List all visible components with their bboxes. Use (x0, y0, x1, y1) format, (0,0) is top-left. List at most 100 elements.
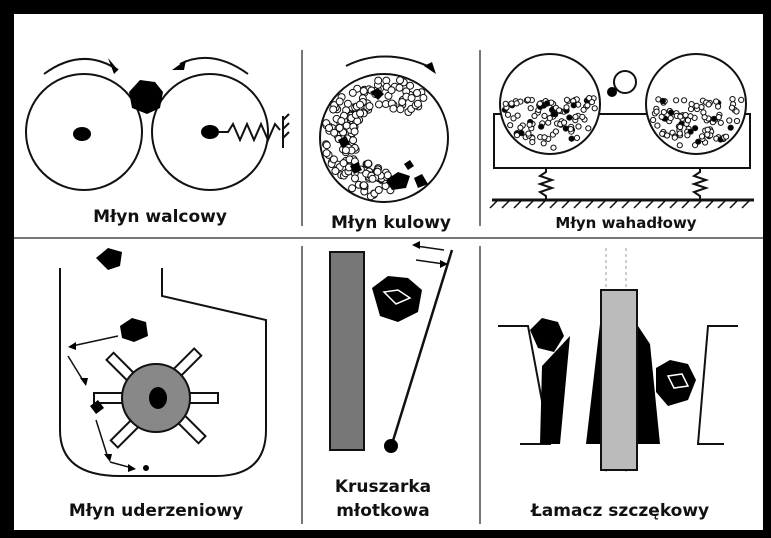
grinding-medium (726, 117, 733, 124)
hatch-line (729, 199, 739, 209)
grinding-ball (374, 186, 383, 194)
grinding-ball (322, 141, 331, 150)
hatch-line (573, 199, 583, 209)
grinding-medium (573, 134, 581, 141)
right-spring (690, 168, 710, 200)
hatch-line (621, 199, 631, 209)
grinding-ball (374, 76, 383, 85)
grinding-medium (667, 115, 674, 122)
grinding-medium (688, 101, 695, 108)
grinding-medium (682, 112, 689, 119)
grinding-balls (322, 76, 428, 201)
grinding-medium (510, 115, 517, 122)
grinding-medium (650, 116, 657, 124)
label-hammer-crusher-line2: młotkowa (336, 501, 430, 521)
grinding-medium (580, 106, 587, 113)
grinding-ball (335, 97, 344, 106)
hammer-crusher-illustration (329, 241, 454, 453)
grinding-medium (698, 133, 706, 140)
swing-direction-arrows (412, 241, 448, 268)
grinding-medium (684, 117, 692, 124)
label-vibratory-mill: Młyn wahadłowy (555, 214, 697, 232)
hatch-line (633, 199, 643, 209)
grinding-medium (541, 134, 548, 141)
grinding-medium (588, 99, 596, 106)
grinding-medium (567, 126, 574, 133)
grinding-ball (368, 174, 377, 183)
grinding-medium (546, 115, 553, 122)
feed-lump (129, 80, 163, 114)
grinding-medium (676, 130, 683, 137)
grinding-medium (570, 102, 577, 109)
grinding-ball (359, 87, 368, 95)
grinding-medium (563, 104, 570, 111)
label-impact-mill: Młyn uderzeniowy (68, 501, 244, 521)
grinding-medium (733, 117, 741, 125)
grinding-medium (513, 132, 521, 139)
impact-mill-illustration (59, 248, 267, 477)
material-lumps (338, 88, 428, 190)
grinding-medium (561, 119, 568, 126)
grinding-medium (550, 144, 557, 151)
grinding-medium (543, 100, 551, 107)
grinding-ball (419, 93, 428, 102)
grinding-medium (668, 109, 675, 116)
hatch-line (657, 199, 667, 209)
rotor-shaft (149, 387, 167, 409)
roller-mill-illustration (25, 57, 290, 191)
right-roller-arrow (179, 57, 249, 75)
grinding-ball (396, 76, 404, 85)
vibratory-grinding-media (501, 95, 745, 151)
swing-hammer-arm (390, 249, 454, 445)
grinding-medium (692, 125, 699, 132)
hatch-line (537, 199, 547, 209)
grinding-medium (517, 124, 524, 131)
grinding-medium (540, 140, 547, 147)
grinding-medium (711, 115, 718, 122)
right-roller-shaft (201, 125, 219, 139)
hammer-pivot (384, 439, 398, 453)
grinding-medium (704, 131, 711, 138)
grinding-medium (733, 108, 740, 115)
grinding-ball (343, 99, 352, 108)
grinding-medium (727, 124, 734, 131)
feed-lump-top (96, 248, 122, 270)
hatch-line (705, 199, 715, 209)
ball-mill-illustration (319, 55, 449, 203)
grinding-ball (330, 128, 339, 137)
grinding-ball (359, 181, 368, 190)
grinding-medium (575, 123, 582, 130)
grinding-medium (701, 114, 708, 121)
grinding-medium (579, 113, 586, 121)
grinding-medium (541, 112, 548, 120)
vibratory-mill-illustration (489, 53, 754, 209)
grinding-medium (508, 100, 515, 107)
grinding-ball (348, 88, 357, 97)
grinding-ball (364, 159, 373, 168)
jaw-crusher-illustration (498, 248, 738, 472)
grinding-medium (562, 125, 569, 132)
grinding-medium (536, 100, 544, 107)
grinding-ball (407, 94, 416, 102)
hatch-line (501, 199, 511, 209)
hatch-line (561, 199, 571, 209)
grinding-ball (339, 159, 348, 168)
grinding-medium (526, 121, 533, 128)
grinding-medium (715, 103, 722, 110)
grinding-ball (351, 174, 359, 183)
grinding-medium (676, 142, 683, 149)
grinding-medium (695, 138, 702, 145)
left-roller-arrow (43, 58, 119, 75)
grinding-medium (723, 133, 730, 140)
grinding-medium (687, 106, 695, 113)
grinding-medium (705, 101, 712, 108)
grinding-ball (341, 146, 350, 155)
grinding-ball (348, 184, 357, 193)
left-frame (498, 325, 552, 445)
hatch-line (513, 199, 523, 209)
grinding-medium (524, 96, 532, 103)
left-fixed-jaw (540, 336, 570, 444)
grinding-medium (653, 108, 660, 115)
grinding-ball (398, 98, 407, 106)
label-jaw-crusher: Łamacz szczękowy (530, 501, 710, 521)
